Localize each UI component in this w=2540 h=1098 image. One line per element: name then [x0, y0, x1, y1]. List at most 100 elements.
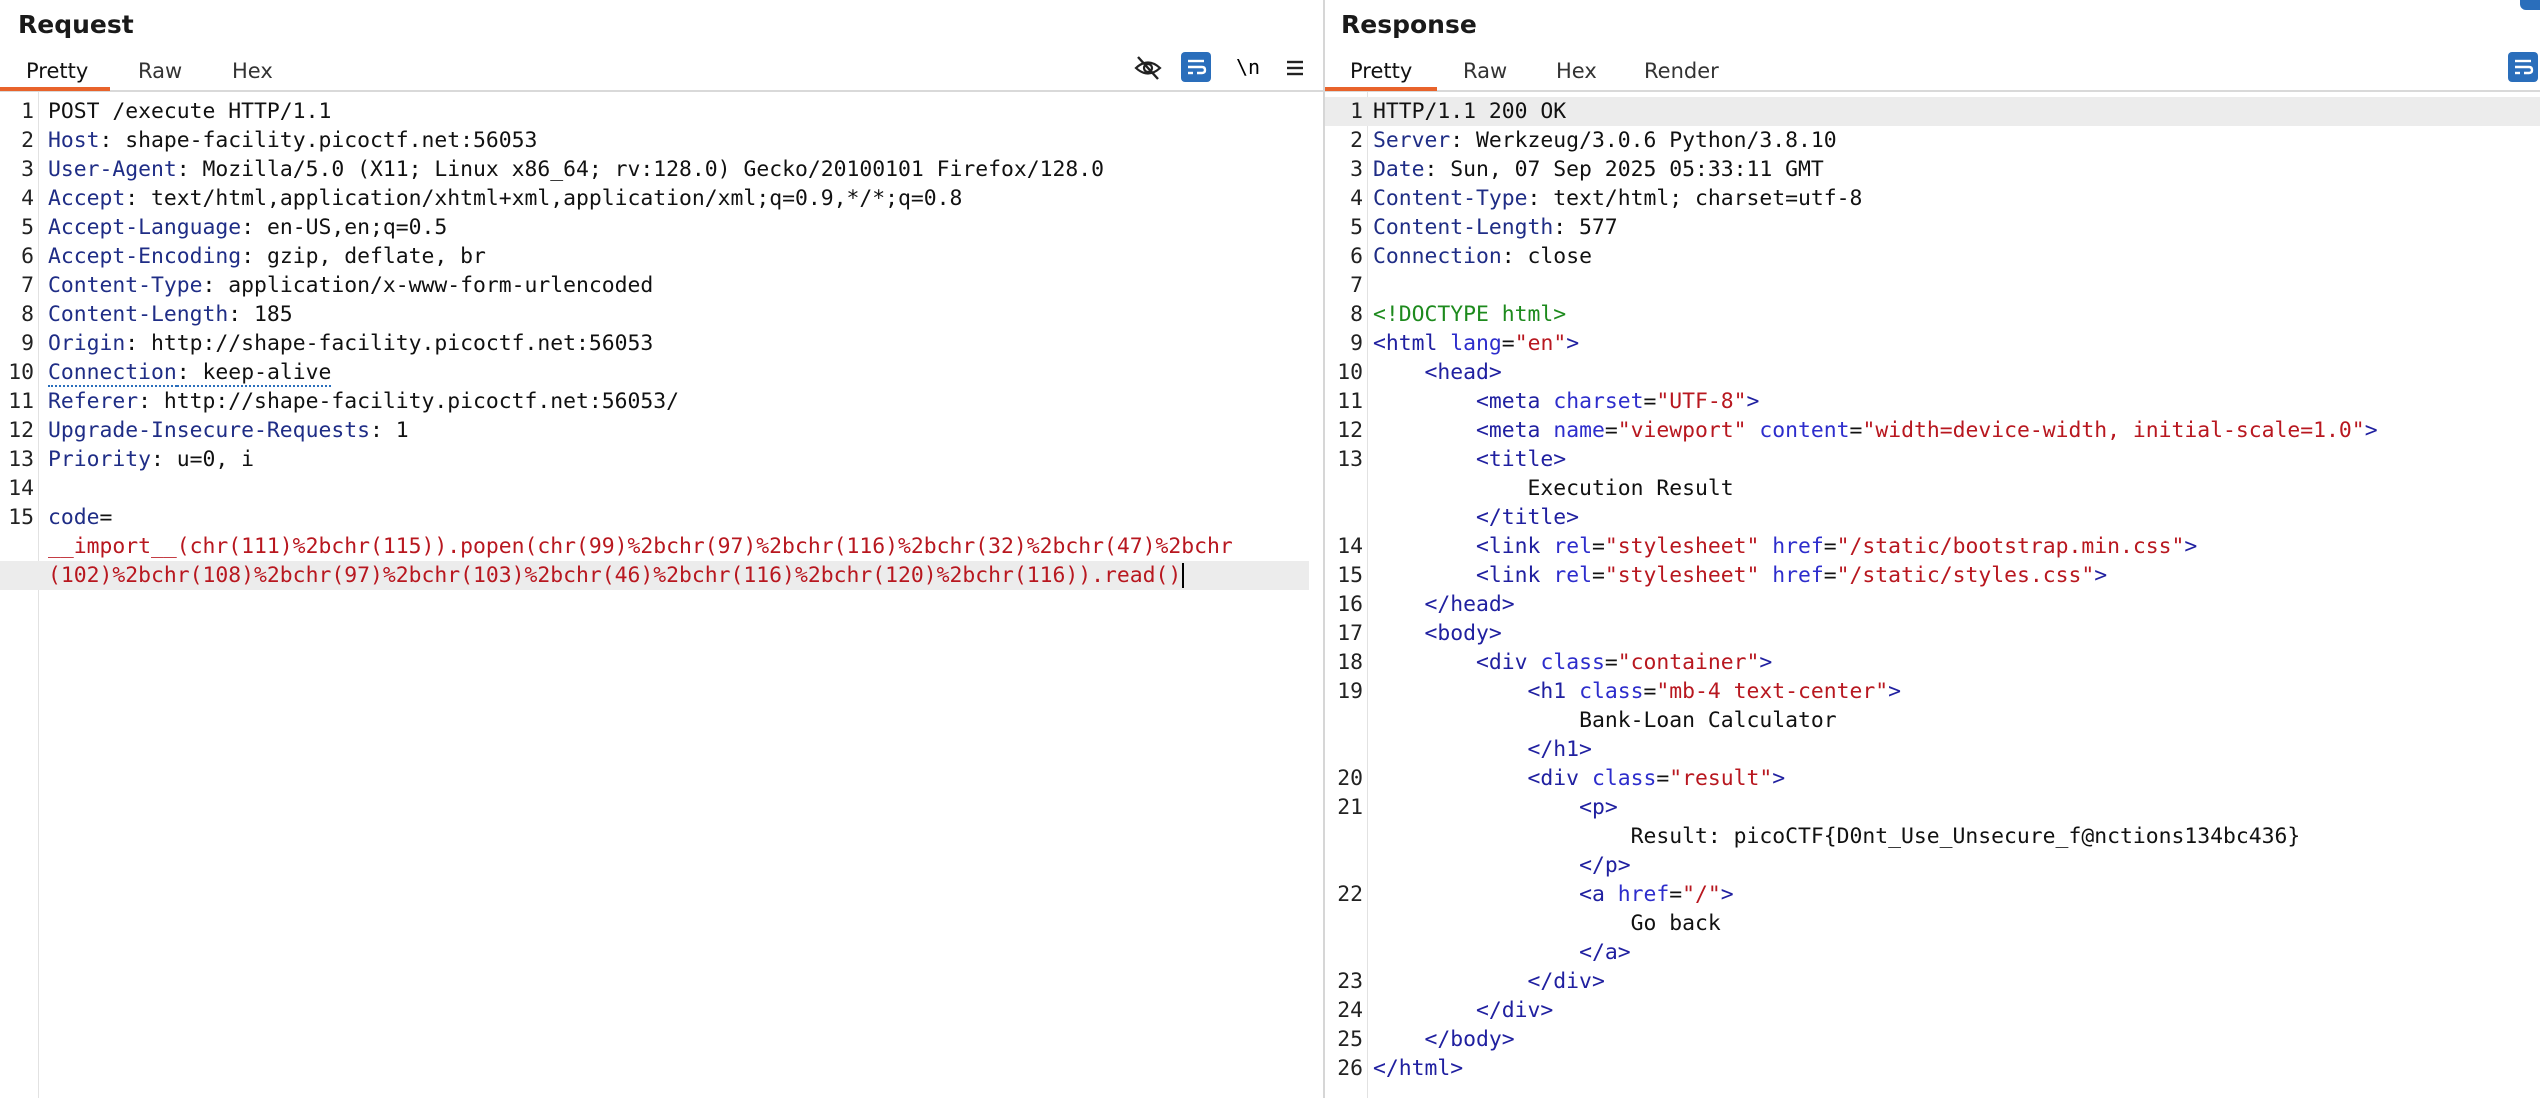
menu-icon[interactable] — [1280, 53, 1310, 83]
line-text: Accept-Language: en-US,en;q=0.5 — [48, 213, 447, 242]
html-token-aval: "width=device-width, initial-scale=1.0" — [1862, 418, 2365, 443]
line-text: </body> — [1373, 1025, 1515, 1054]
newline-toggle[interactable]: \n — [1235, 55, 1261, 79]
header-value: : Mozilla/5.0 (X11; Linux x86_64; rv:128… — [176, 157, 1105, 182]
header-name: Referer — [48, 389, 139, 414]
html-token-plain: = — [1591, 563, 1605, 588]
html-token-tag: <link — [1476, 563, 1554, 588]
code-line: 24 </div> — [1325, 996, 2540, 1025]
html-token-aval: "UTF-8" — [1656, 389, 1747, 414]
response-tabbar: Pretty Raw Hex Render — [1325, 52, 2540, 92]
code-line: 10 <head> — [1325, 358, 2540, 387]
request-tab-pretty[interactable]: Pretty — [26, 59, 89, 83]
response-tab-raw[interactable]: Raw — [1463, 59, 1508, 83]
line-text: <link rel="stylesheet" href="/static/sty… — [1373, 561, 2107, 590]
html-token-tag: > — [2364, 418, 2378, 443]
html-token-attr: href — [1617, 882, 1670, 907]
line-text: <a href="/"> — [1373, 880, 1734, 909]
header-value: : http://shape-facility.picoctf.net:5605… — [138, 389, 680, 414]
html-token-tag: <div — [1527, 766, 1592, 791]
header-value: : Werkzeug/3.0.6 Python/3.8.10 — [1450, 128, 1837, 153]
line-number: 1 — [1350, 99, 1363, 124]
html-token-plain: = — [1591, 534, 1605, 559]
line-text: <meta name="viewport" content="width=dev… — [1373, 416, 2378, 445]
line-number: 8 — [1350, 302, 1363, 327]
code-line: 13 <title> — [1325, 445, 2540, 474]
hide-icon[interactable] — [1133, 53, 1163, 83]
code-line: 15 <link rel="stylesheet" href="/static/… — [1325, 561, 2540, 590]
wrap-lines-icon[interactable] — [2508, 52, 2538, 82]
code-line: (102)%2bchr(108)%2bchr(97)%2bchr(103)%2b… — [0, 561, 1309, 590]
html-token-tag: > — [2184, 534, 2198, 559]
body-param-value: (102)%2bchr(108)%2bchr(97)%2bchr(103)%2b… — [48, 563, 1182, 588]
html-token-attr: class — [1540, 650, 1605, 675]
html-token-plain: Bank-Loan Calculator — [1579, 708, 1837, 733]
header-name: Content-Length — [1373, 215, 1554, 240]
response-title: Response — [1341, 10, 1477, 39]
html-token-aval: "mb-4 text-center" — [1656, 679, 1889, 704]
response-tab-render[interactable]: Render — [1644, 59, 1719, 83]
header-name: Priority — [48, 447, 152, 472]
html-token-tag: <link — [1476, 534, 1554, 559]
line-text: <!DOCTYPE html> — [1373, 300, 1566, 329]
line-number: 18 — [1337, 650, 1363, 675]
header-value: : Sun, 07 Sep 2025 05:33:11 GMT — [1424, 157, 1824, 182]
html-token-tag: </a> — [1579, 940, 1631, 965]
status-line: HTTP/1.1 200 OK — [1373, 99, 1567, 124]
code-line: 17 <body> — [1325, 619, 2540, 648]
line-text: </title> — [1373, 503, 1579, 532]
header-name: Date — [1373, 157, 1425, 182]
header-value: : shape-facility.picoctf.net:56053 — [99, 128, 538, 153]
line-text: Result: picoCTF{D0nt_Use_Unsecure_f@ncti… — [1373, 822, 2301, 851]
line-number: 9 — [21, 331, 34, 356]
line-number: 26 — [1337, 1056, 1363, 1081]
code-line: 22 <a href="/"> — [1325, 880, 2540, 909]
html-token-tag: > — [1720, 882, 1734, 907]
line-number: 6 — [1350, 244, 1363, 269]
line-text: Content-Type: text/html; charset=utf-8 — [1373, 184, 1862, 213]
html-token-plain: = — [1656, 766, 1670, 791]
html-token-tag: <title> — [1476, 447, 1567, 472]
line-text: Priority: u=0, i — [48, 445, 254, 474]
request-tab-raw[interactable]: Raw — [138, 59, 183, 83]
line-text: Connection: keep-alive — [48, 358, 332, 387]
header-name: Upgrade-Insecure-Requests — [48, 418, 370, 443]
header-value: : text/html; charset=utf-8 — [1527, 186, 1863, 211]
html-token-tag: </head> — [1424, 592, 1515, 617]
line-number: 4 — [21, 186, 34, 211]
response-tab-hex[interactable]: Hex — [1556, 59, 1597, 83]
line-number: 7 — [1350, 273, 1363, 298]
line-text: <meta charset="UTF-8"> — [1373, 387, 1759, 416]
line-text: </div> — [1373, 996, 1553, 1025]
html-token-plain: = — [1669, 882, 1683, 907]
line-text: Accept: text/html,application/xhtml+xml,… — [48, 184, 962, 213]
line-text: <div class="container"> — [1373, 648, 1772, 677]
header-name: Accept-Encoding — [48, 244, 242, 269]
corner-indicator — [2520, 0, 2540, 10]
request-tab-hex[interactable]: Hex — [232, 59, 273, 83]
html-token-aval: "en" — [1514, 331, 1567, 356]
html-token-plain: = — [1604, 418, 1618, 443]
line-number: 13 — [1337, 447, 1363, 472]
html-token-attr: rel — [1553, 563, 1592, 588]
line-text: HTTP/1.1 200 OK — [1373, 97, 1566, 126]
header-value: : 577 — [1553, 215, 1618, 240]
line-text: Date: Sun, 07 Sep 2025 05:33:11 GMT — [1373, 155, 1824, 184]
html-token-plain: = — [1823, 563, 1837, 588]
line-text: <link rel="stylesheet" href="/static/boo… — [1373, 532, 2197, 561]
html-token-tag: </body> — [1424, 1027, 1515, 1052]
html-token-tag: </title> — [1476, 505, 1580, 530]
line-number: 20 — [1337, 766, 1363, 791]
line-text: POST /execute HTTP/1.1 — [48, 97, 331, 126]
line-number: 11 — [8, 389, 34, 414]
response-tab-pretty[interactable]: Pretty — [1350, 59, 1413, 83]
line-text: <html lang="en"> — [1373, 329, 1579, 358]
wrap-lines-icon[interactable] — [1181, 52, 1211, 82]
html-token-aval: "result" — [1669, 766, 1773, 791]
text-cursor — [1182, 563, 1184, 588]
header-value: : u=0, i — [151, 447, 255, 472]
